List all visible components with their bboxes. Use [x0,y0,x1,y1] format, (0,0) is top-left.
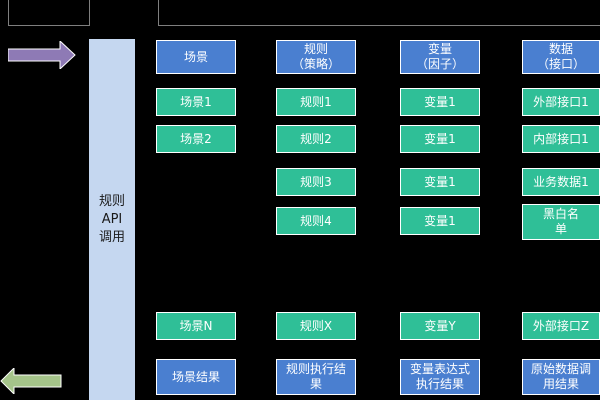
variable-item-y: 变量Y [400,312,480,340]
variable-item-3: 变量1 [400,168,480,196]
rule-api-call-label: 规则 API 调用 [98,193,125,245]
scene-item-n: 场景N [156,312,236,340]
scene-header: 场景 [156,40,236,74]
output-arrow-shape [0,368,62,394]
rule-item-1: 规则1 [276,88,356,116]
variable-item-4: 变量1 [400,207,480,235]
data-item-external-1: 外部接口1 [522,88,600,116]
data-item-external-z: 外部接口Z [522,312,600,340]
input-arrow-shape [8,41,76,69]
variable-result: 变量表达式 执行结果 [400,359,480,395]
variable-item-2: 变量1 [400,125,480,153]
output-arrow [0,368,62,394]
rule-item-2: 规则2 [276,125,356,153]
data-header: 数据 （接口） [522,40,600,74]
rule-result: 规则执行结 果 [276,359,356,395]
variable-header: 变量 （因子） [400,40,480,74]
data-item-blacklist: 黑白名 单 [522,204,600,240]
rule-item-x: 规则X [276,312,356,340]
top-left-frame [8,0,90,26]
scene-item-2: 场景2 [156,125,236,153]
rule-api-call-bar: 规则 API 调用 [89,39,135,400]
data-result: 原始数据调 用结果 [522,359,600,395]
variable-item-1: 变量1 [400,88,480,116]
rule-item-3: 规则3 [276,168,356,196]
scene-item-1: 场景1 [156,88,236,116]
data-item-business-1: 业务数据1 [522,168,600,196]
data-item-internal-1: 内部接口1 [522,125,600,153]
input-arrow [8,41,76,69]
scene-result: 场景结果 [156,359,236,395]
rule-header: 规则 （策略） [276,40,356,74]
top-banner-frame [158,0,600,26]
rule-item-4: 规则4 [276,207,356,235]
